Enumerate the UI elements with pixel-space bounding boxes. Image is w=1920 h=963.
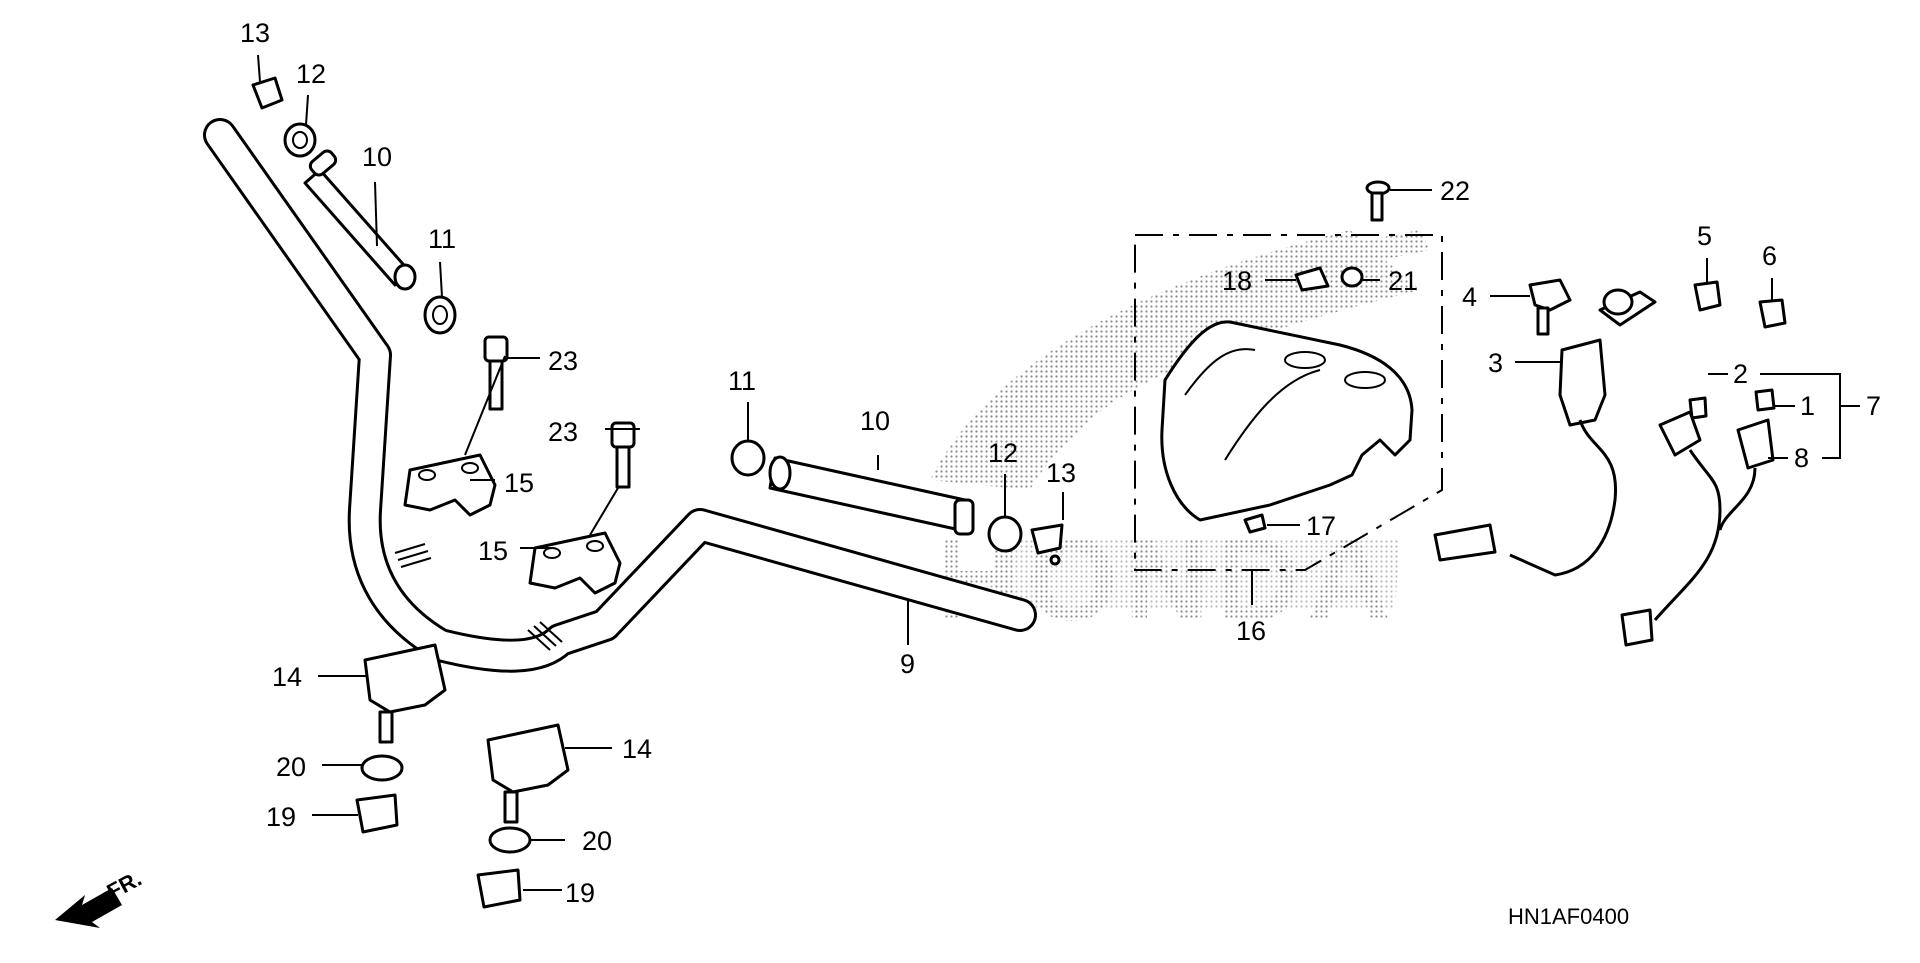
callout-labels: 13 12 10 11 23 23 15 15 11 10 12 13 9 14… — [240, 18, 1881, 908]
assembly-box-16 — [1134, 234, 1443, 571]
callout-23-lower: 23 — [548, 417, 578, 447]
callout-15-lower: 15 — [478, 536, 508, 566]
callout-23-upper: 23 — [548, 346, 578, 376]
screw-part-22 — [1365, 180, 1391, 222]
callout-8: 8 — [1794, 443, 1809, 473]
lower-holder-part-14-b — [486, 723, 570, 824]
callout-6: 6 — [1762, 241, 1777, 271]
callout-16: 16 — [1236, 616, 1266, 646]
grip-part-10-left — [303, 149, 417, 291]
handlebar-part-9 — [203, 118, 1037, 673]
callout-21: 21 — [1388, 266, 1418, 296]
socket-part-8 — [1620, 410, 1775, 647]
nut-hole-icon — [432, 305, 448, 325]
callout-13-middle: 13 — [1046, 458, 1076, 488]
cap-part-4 — [1528, 278, 1572, 336]
nut-part-21 — [1340, 266, 1364, 288]
clamp-part-13-left — [251, 76, 284, 110]
key-switch-part-3 — [1433, 288, 1657, 577]
callout-20-right: 20 — [582, 826, 612, 856]
collar-hole-icon — [292, 131, 308, 149]
callout-1: 1 — [1800, 391, 1815, 421]
callout-2: 2 — [1733, 359, 1748, 389]
callout-10-upper-left: 10 — [362, 142, 392, 172]
washer-part-20-b — [488, 826, 532, 854]
bulb-part-1 — [1754, 388, 1776, 412]
callout-15-upper: 15 — [504, 468, 534, 498]
diagram-code: HN1AF0400 — [1508, 904, 1629, 929]
callout-19-right: 19 — [565, 878, 595, 908]
washer-part-20-a — [360, 754, 404, 782]
bolt-part-23-lower — [610, 421, 636, 489]
callout-14-left: 14 — [272, 662, 302, 692]
clip-part-17 — [1243, 513, 1267, 534]
nut-part-19-b — [476, 868, 522, 909]
honda-wing-watermark: HONDA — [930, 230, 1430, 646]
upper-holder-part-15-a — [403, 453, 497, 517]
collar-part-12-right — [987, 515, 1023, 553]
bolt-part-23-upper — [483, 335, 509, 411]
callout-20-left: 20 — [276, 752, 306, 782]
upper-holder-part-15-b — [528, 531, 622, 595]
grip-part-10-right — [768, 455, 975, 536]
callout-7: 7 — [1866, 391, 1881, 421]
front-direction-arrow-icon: FR. — [55, 866, 146, 928]
callout-18: 18 — [1222, 266, 1252, 296]
nut-part-19-a — [355, 793, 399, 834]
callout-13-upper-left: 13 — [240, 18, 270, 48]
nut-part-11-left — [423, 295, 457, 335]
meter-case-part-16 — [1160, 320, 1414, 522]
screw-part-6 — [1758, 298, 1787, 329]
callout-22: 22 — [1440, 176, 1470, 206]
callout-3: 3 — [1488, 348, 1503, 378]
callout-17: 17 — [1306, 511, 1336, 541]
clamp-part-13-right — [1030, 523, 1064, 555]
callout-14-right: 14 — [622, 734, 652, 764]
lower-holder-part-14-a — [363, 643, 447, 744]
callout-10-middle: 10 — [860, 406, 890, 436]
callout-19-left: 19 — [266, 802, 296, 832]
leader-lines — [257, 54, 1860, 891]
callout-12-upper-left: 12 — [296, 59, 326, 89]
callout-4: 4 — [1462, 282, 1477, 312]
callout-5: 5 — [1697, 221, 1712, 251]
collar-part-12-left — [283, 122, 317, 158]
callout-11-middle: 11 — [728, 366, 756, 396]
clamp-screw-icon — [1049, 554, 1061, 566]
callout-12-middle: 12 — [988, 438, 1018, 468]
callout-11-upper-left: 11 — [428, 224, 456, 254]
callout-9: 9 — [900, 649, 915, 679]
clip-part-18 — [1294, 266, 1330, 292]
screw-part-5 — [1693, 280, 1722, 312]
nut-part-11-right — [730, 439, 766, 477]
